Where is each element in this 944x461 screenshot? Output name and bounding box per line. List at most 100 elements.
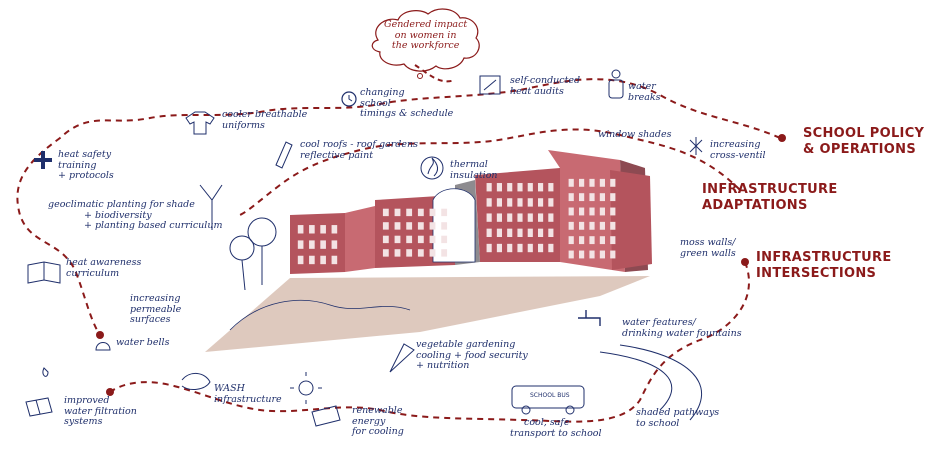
label-line: thermal [450, 159, 488, 170]
building-window [394, 249, 401, 257]
building-window [331, 255, 338, 265]
cloud-line: Gendered impact [384, 19, 468, 30]
building-window [589, 221, 595, 230]
building-window [538, 198, 544, 207]
plus-icon [34, 151, 52, 169]
building-window [579, 207, 585, 216]
building-window [610, 250, 616, 259]
dot-filtration [106, 388, 114, 396]
label-line: heat awareness [66, 257, 142, 268]
label-line: self-conducted [510, 75, 581, 86]
building-window [406, 222, 413, 230]
building-window [538, 243, 544, 253]
label-line: + biodiversity [84, 209, 152, 221]
hand-washing-icon [181, 373, 211, 390]
building-window [599, 207, 605, 216]
label-line: cooling + food security [416, 349, 528, 361]
cloud-bubble [417, 73, 423, 79]
building-window [331, 240, 338, 249]
dot-intersections [741, 258, 749, 266]
building-window [610, 178, 616, 187]
label-line: water features/ [622, 317, 696, 328]
label-line: WASH [214, 383, 245, 394]
label-line: + nutrition [416, 360, 470, 371]
building-windows [297, 178, 616, 265]
label-line: reflective paint [300, 149, 374, 161]
label-line: + protocols [58, 170, 114, 181]
building-window [486, 213, 492, 222]
building-window [496, 198, 502, 207]
building-window [517, 213, 523, 222]
heading-line: ADAPTATIONS [702, 198, 808, 213]
building-window [486, 228, 492, 237]
label-line: cool, safe [524, 417, 570, 428]
building-window [548, 243, 554, 253]
label-line: + planting based curriculum [84, 220, 223, 231]
dot-policy [778, 134, 786, 142]
label-line: systems [64, 416, 103, 427]
building-window [527, 183, 533, 192]
label-cool-transport: cool, safe transport to school [510, 417, 602, 439]
building-window [610, 193, 616, 202]
building-window [527, 213, 533, 222]
tree-icon [199, 184, 277, 291]
label-line: surfaces [130, 314, 171, 325]
building-window [486, 243, 492, 253]
building-window [538, 183, 544, 192]
building-window [429, 208, 436, 217]
label-line: increasing [130, 293, 181, 304]
building-window [406, 249, 413, 257]
building-window [309, 240, 315, 249]
label-window-shades: window shades [598, 129, 671, 141]
cloud-line: the workforce [391, 40, 460, 51]
building-window [320, 240, 326, 249]
clock-icon [341, 91, 357, 107]
thought-cloud [371, 8, 480, 72]
label-water-breaks: water breaks [628, 81, 661, 103]
building-window [496, 183, 502, 192]
droplet-icon [42, 367, 49, 377]
building-window [527, 243, 533, 253]
building-window [496, 228, 502, 237]
building-window [589, 250, 595, 259]
building-window [309, 225, 315, 234]
heading-line: INFRASTRUCTURE [756, 250, 892, 265]
building-window [382, 249, 389, 257]
label-self-heat-audits: self-conducted heat audits [510, 75, 581, 97]
building-window [320, 255, 326, 265]
building-window [297, 255, 304, 265]
building-window [548, 213, 554, 222]
label-heat-awareness: heat awareness curriculum [66, 257, 142, 279]
heading-infra-intersections: INFRASTRUCTURE INTERSECTIONS [756, 250, 892, 282]
building-window [599, 193, 605, 202]
building-window [394, 208, 401, 217]
sun-icon [290, 372, 322, 404]
building-window [517, 228, 523, 237]
building-window [589, 193, 595, 202]
label-line: training [58, 159, 97, 171]
building-window [579, 250, 585, 259]
building-window [486, 183, 492, 192]
building-window [507, 213, 513, 222]
dashed-loop-lower [109, 261, 750, 423]
building-window [589, 236, 595, 245]
building-window [417, 249, 424, 257]
building-window [297, 225, 304, 234]
ground-outline [229, 299, 411, 331]
building-window [527, 198, 533, 207]
road-icon [599, 344, 702, 421]
carrot-icon [389, 343, 415, 373]
flame-icon [420, 156, 444, 180]
building-window [538, 213, 544, 222]
building-window [320, 225, 326, 234]
cloud-note: Gendered impact on women in the workforc… [384, 19, 468, 52]
label-line: cooler breathable [222, 109, 308, 120]
building-window [382, 235, 389, 244]
building-window [507, 183, 513, 192]
label-line: timings & schedule [360, 108, 454, 119]
label-line: curriculum [66, 267, 120, 279]
building-window [610, 207, 616, 216]
cloud-line: on women in [394, 29, 457, 41]
label-line: heat safety [58, 149, 112, 160]
